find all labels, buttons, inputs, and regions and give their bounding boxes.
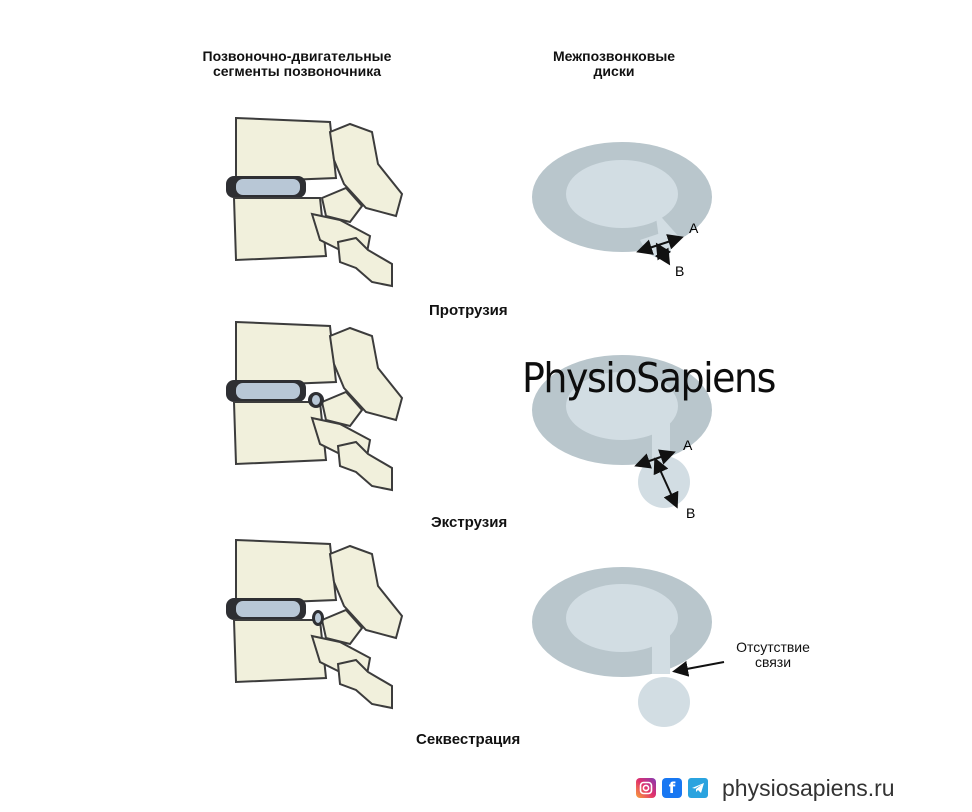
physiosapiens-logo: PhysioSapiens	[522, 354, 776, 402]
footer: f physiosapiens.ru	[636, 772, 895, 804]
marker-b-extrusion: B	[686, 505, 695, 521]
disc-protrusion	[532, 142, 712, 266]
facebook-icon[interactable]: f	[662, 778, 682, 798]
discs-header: Межпозвонковые диски	[552, 48, 676, 79]
site-link[interactable]: physiosapiens.ru	[722, 774, 895, 801]
no-connection-arrow	[672, 660, 725, 677]
telegram-icon[interactable]	[688, 778, 708, 798]
label-extrusion: Экструзия	[431, 514, 508, 531]
marker-b-protrusion: B	[675, 263, 684, 279]
marker-a-extrusion: A	[683, 437, 693, 453]
label-sequestration: Секвестрация	[416, 731, 521, 748]
segments-header: Позвоночно-двигательные сегменты позвоно…	[202, 48, 392, 79]
no-connection-label: Отсутствие связи	[736, 639, 810, 670]
marker-a-protrusion: A	[689, 220, 699, 236]
label-protrusion: Протрузия	[429, 302, 508, 319]
instagram-icon[interactable]	[636, 778, 656, 798]
disc-extrusion	[532, 355, 712, 509]
disc-sequestration	[532, 567, 725, 727]
